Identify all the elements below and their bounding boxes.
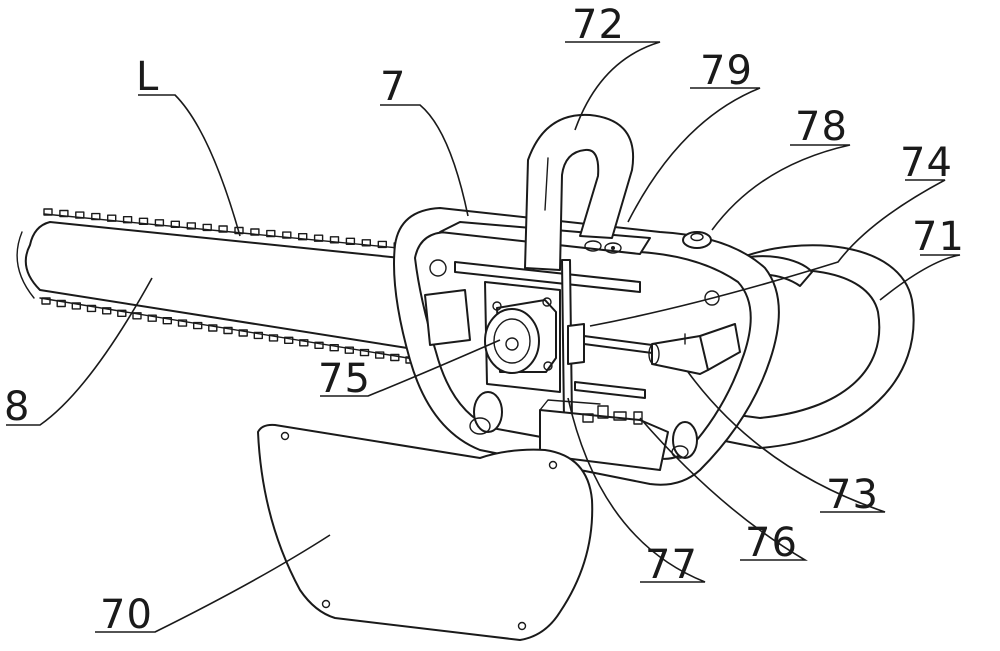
chain-tooth	[313, 234, 324, 242]
chain-tooth	[147, 314, 157, 322]
label-79: 79	[700, 48, 753, 94]
reference-labels: L 7 72 79 78 74 71 75 8 73 76 77 70	[4, 2, 965, 638]
chain-tooth	[101, 307, 112, 315]
front-handle	[524, 113, 635, 271]
chain-tooth	[250, 228, 260, 236]
label-76: 76	[745, 520, 798, 566]
chain-tooth	[117, 309, 127, 317]
label-71: 71	[912, 214, 965, 260]
chain-tooth	[170, 220, 181, 229]
label-75: 75	[318, 356, 371, 402]
chain-tooth	[91, 212, 101, 221]
chain-tooth	[284, 336, 294, 344]
chain-tooth	[377, 240, 387, 249]
label-72: 72	[572, 2, 625, 48]
chain-tooth	[56, 299, 66, 308]
chain-tooth	[208, 324, 218, 332]
chain-tooth	[218, 225, 228, 233]
chain-tooth	[43, 208, 53, 216]
chain-tooth	[253, 331, 264, 340]
chain-tooth	[59, 209, 69, 218]
chain-tooth	[75, 211, 85, 219]
label-8: 8	[4, 384, 30, 430]
chain-tooth	[329, 236, 340, 244]
guide-bar	[16, 221, 441, 351]
chain-tooth	[132, 312, 142, 320]
chain-tooth	[192, 321, 203, 330]
label-77: 77	[645, 542, 698, 588]
chain-tooth	[122, 215, 133, 224]
label-74: 74	[900, 140, 953, 186]
top-buttons	[584, 231, 712, 254]
chain-tooth	[361, 239, 371, 247]
chain-tooth	[238, 329, 248, 337]
chain-tooth	[71, 302, 82, 310]
inner-components	[424, 259, 741, 471]
chain-tooth	[314, 341, 324, 349]
chain-tooth	[202, 223, 212, 232]
chain-tooth	[86, 304, 97, 313]
saw-chain	[39, 208, 441, 364]
label-73: 73	[826, 472, 879, 518]
chain-tooth	[329, 344, 339, 352]
cover-plate	[257, 423, 594, 641]
label-70: 70	[100, 592, 153, 638]
chain-tooth	[186, 222, 197, 230]
chain-tooth	[138, 217, 149, 226]
chain-tooth	[344, 346, 354, 354]
label-7: 7	[380, 64, 406, 110]
chain-tooth	[266, 229, 276, 238]
chain-tooth	[345, 237, 356, 246]
label-78: 78	[795, 104, 848, 150]
chain-tooth	[154, 219, 165, 227]
chain-tooth	[223, 326, 233, 335]
chain-tooth	[268, 334, 279, 342]
chain-tooth	[299, 339, 309, 347]
chain-tooth	[41, 297, 51, 305]
chain-tooth	[106, 214, 117, 222]
chain-tooth	[177, 319, 188, 327]
chain-tooth	[359, 348, 370, 357]
leader-lines	[6, 41, 961, 633]
chain-tooth	[282, 231, 292, 239]
chain-tooth	[375, 351, 385, 359]
chain-tooth	[162, 317, 173, 325]
label-L: L	[136, 54, 159, 100]
chain-tooth	[298, 232, 308, 241]
chain-tooth	[390, 353, 400, 362]
